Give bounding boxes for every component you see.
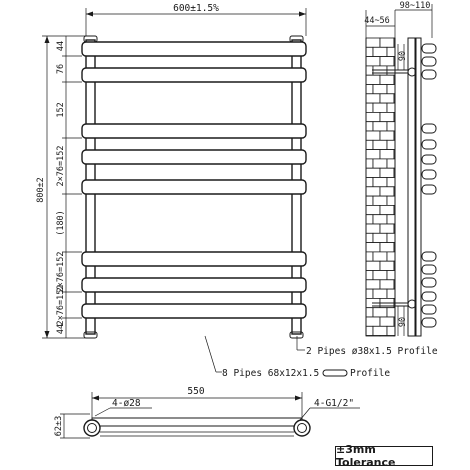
bottom-bracket: [372, 299, 417, 336]
segment-label: 152: [56, 102, 66, 117]
side-bar-profiles: [421, 43, 437, 328]
wall-depth-label: 44~56: [364, 16, 390, 26]
segment-label: 44: [56, 41, 66, 51]
pipe-callouts: 2 Pipes ø38x1.5 Profile 8 Pipes 68x12x1.…: [204, 335, 438, 379]
top-width-label: 600±1.5%: [173, 3, 219, 14]
top-bracket: [372, 44, 417, 77]
segment-label: 44: [56, 324, 66, 334]
wall-bricks: [365, 37, 396, 337]
bottom-pipe-right: [293, 419, 311, 437]
round-pipes-callout: 2 Pipes ø38x1.5 Profile: [306, 346, 438, 357]
segment-label: 2×76=152: [56, 146, 66, 187]
bottom-pipe-left: [83, 419, 101, 437]
flat-profile-symbol: [322, 369, 348, 377]
total-depth-label: 98~110: [400, 1, 431, 11]
bottom-width-label: 550: [187, 386, 204, 397]
flat-bar: [81, 277, 307, 293]
segment-label: 2×76=152: [56, 285, 66, 326]
segment-label: (180): [56, 210, 66, 236]
flat-pipes-profile-word: Profile: [350, 368, 390, 379]
flat-pipes-callout: 8 Pipes 68x12x1.5: [222, 368, 319, 379]
top-bracket-label: 90: [398, 51, 408, 61]
segment-label: 76: [56, 64, 66, 74]
flat-bar: [81, 179, 307, 195]
total-height-label: 800±2: [36, 177, 46, 203]
hole-label: 4-ø28: [112, 398, 141, 409]
flat-bar: [81, 149, 307, 165]
bottom-bracket-label: 90: [398, 317, 408, 327]
segment-label: 2×76=152: [56, 252, 66, 293]
flat-bar: [81, 251, 307, 267]
tolerance-label: ±3mm Tolerance: [335, 443, 433, 469]
side-view: 44~56 98~110 90 90: [364, 1, 437, 337]
bottom-depth-label: 62±3: [54, 416, 64, 436]
flat-bar: [81, 303, 307, 319]
front-view: 600±1.5% 800±: [36, 3, 307, 339]
flat-bar: [81, 41, 307, 57]
bottom-view: 550 4-ø28 4-G1/2" 62±3: [54, 386, 360, 439]
flat-bar: [81, 67, 307, 83]
thread-label: 4-G1/2": [314, 398, 354, 409]
flat-bar: [81, 123, 307, 139]
